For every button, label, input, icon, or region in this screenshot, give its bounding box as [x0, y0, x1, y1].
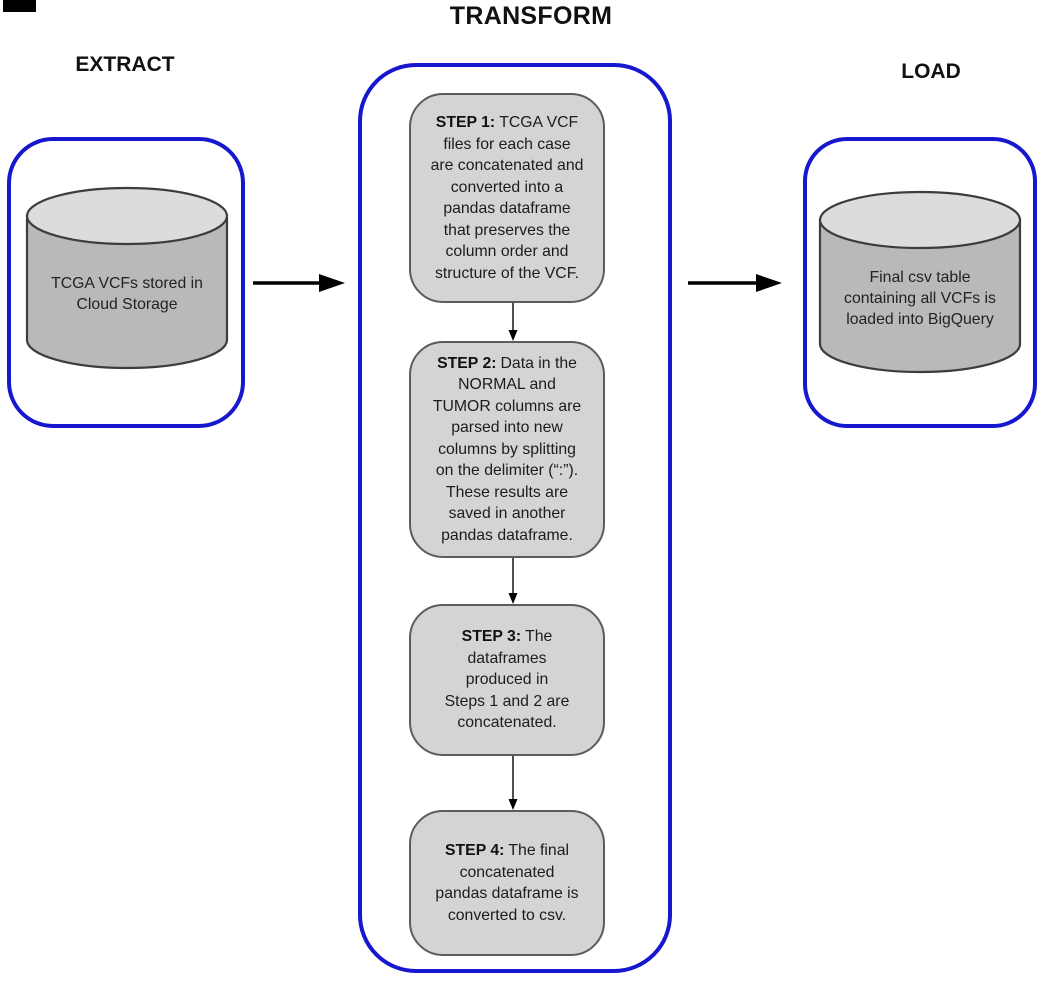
- extract-title: EXTRACT: [75, 53, 175, 76]
- transform-step-1: STEP 1:TCGA VCF files for each case are …: [409, 93, 605, 303]
- step-2-label: STEP 2:: [437, 354, 497, 372]
- transform-step-2: STEP 2:Data in the NORMAL and TUMOR colu…: [409, 341, 605, 558]
- load-title: LOAD: [901, 60, 961, 83]
- extract-database-label: TCGA VCFs stored in Cloud Storage: [51, 275, 203, 313]
- step-1-body: TCGA VCF files for each case are concate…: [430, 114, 584, 282]
- step-3-text: STEP 3:The dataframes produced in Steps …: [439, 626, 576, 734]
- load-database-cylinder-icon: Final csv table containing all VCFs is l…: [818, 190, 1022, 378]
- arrow-down-icon: [508, 303, 518, 341]
- step-3-body: The dataframes produced in Steps 1 and 2…: [444, 628, 570, 732]
- transform-step-4: STEP 4:The final concatenated pandas dat…: [409, 810, 605, 956]
- arrow-down-icon: [508, 756, 518, 810]
- step-4-label: STEP 4:: [444, 842, 505, 859]
- load-database-label: Final csv table containing all VCFs is l…: [844, 268, 996, 328]
- transform-title: TRANSFORM: [449, 2, 613, 30]
- arrow-right-icon: [253, 274, 345, 292]
- step-3-label: STEP 3:: [461, 628, 522, 646]
- corner-artifact-bar: [3, 0, 36, 12]
- step-4-body: The final concatenated pandas dataframe …: [435, 842, 579, 924]
- transform-step-3: STEP 3:The dataframes produced in Steps …: [409, 604, 605, 756]
- step-1-label: STEP 1:: [435, 114, 496, 131]
- arrow-right-icon: [688, 274, 782, 292]
- extract-database-cylinder-icon: TCGA VCFs stored in Cloud Storage: [25, 186, 229, 374]
- step-2-body: Data in the NORMAL and TUMOR columns are…: [432, 354, 582, 544]
- database-cylinder-icon: [818, 190, 1022, 374]
- step-2-text: STEP 2:Data in the NORMAL and TUMOR colu…: [427, 353, 587, 547]
- arrow-down-icon: [508, 558, 518, 604]
- database-cylinder-icon: [25, 186, 229, 370]
- step-1-text: STEP 1:TCGA VCF files for each case are …: [425, 112, 590, 284]
- step-4-text: STEP 4:The final concatenated pandas dat…: [429, 840, 584, 926]
